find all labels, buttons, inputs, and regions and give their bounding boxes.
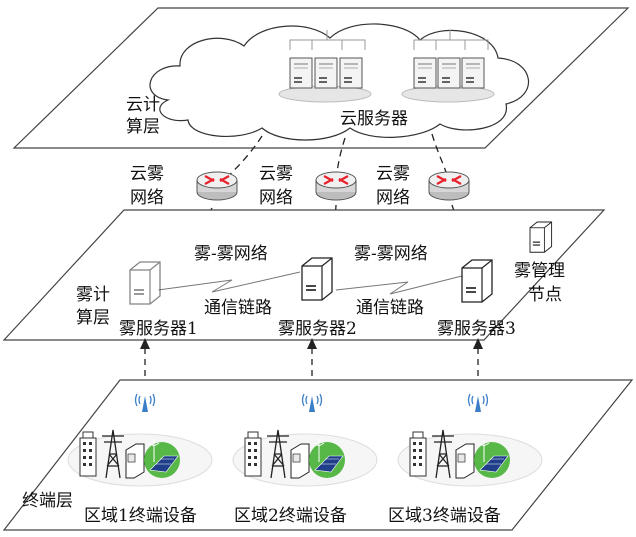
router-icon bbox=[314, 170, 358, 202]
server-icon bbox=[129, 261, 161, 305]
server-icon bbox=[461, 259, 493, 303]
cloud-fog-network-label-line1: 云雾 bbox=[259, 164, 293, 184]
fog-server-label: 雾服务器1 bbox=[119, 319, 198, 339]
fog-layer-label-line2: 算层 bbox=[76, 308, 110, 328]
fog-layer-label-line1: 雾计 bbox=[76, 285, 110, 305]
fog-fog-network-label: 雾-雾网络 bbox=[194, 244, 268, 264]
arrowheads bbox=[140, 338, 483, 349]
communication-links bbox=[157, 271, 463, 295]
router-icon bbox=[195, 170, 239, 202]
fog-server-label: 雾服务器2 bbox=[278, 319, 357, 339]
cloud-fog-network-label-line2: 网络 bbox=[259, 188, 293, 208]
region-device-label: 区域1终端设备 bbox=[84, 506, 197, 526]
cloud-fog-network-label-line1: 云雾 bbox=[376, 164, 410, 184]
server-rack-icon bbox=[278, 30, 372, 103]
region-device-label: 区域2终端设备 bbox=[234, 506, 347, 526]
fog-fog-network-label: 雾-雾网络 bbox=[354, 244, 428, 264]
fog-manager-label-line2: 节点 bbox=[528, 285, 562, 305]
cloud-fog-network-label-line1: 云雾 bbox=[130, 164, 164, 184]
server-icon bbox=[301, 257, 333, 301]
terminal-layer-label: 终端层 bbox=[22, 491, 73, 511]
terminal-fog-arrows bbox=[144, 346, 479, 398]
server-icon bbox=[529, 221, 553, 253]
cloud-layer-label-line2: 算层 bbox=[126, 117, 160, 137]
server-rack-icon bbox=[401, 30, 495, 103]
cloud-layer-label-line1: 云计 bbox=[126, 95, 160, 115]
fog-server-label: 雾服务器3 bbox=[437, 319, 516, 339]
fog-manager-label-line1: 雾管理 bbox=[514, 261, 565, 281]
cloud-fog-network-label-line2: 网络 bbox=[130, 188, 164, 208]
communication-link-label: 通信链路 bbox=[356, 298, 424, 318]
cloud-icon bbox=[149, 23, 530, 141]
cloud-server-label: 云服务器 bbox=[340, 109, 408, 129]
cloud-fog-network-label-line2: 网络 bbox=[376, 188, 410, 208]
communication-link-label: 通信链路 bbox=[204, 298, 272, 318]
region-device-label: 区域3终端设备 bbox=[388, 506, 501, 526]
router-icon bbox=[427, 170, 471, 202]
